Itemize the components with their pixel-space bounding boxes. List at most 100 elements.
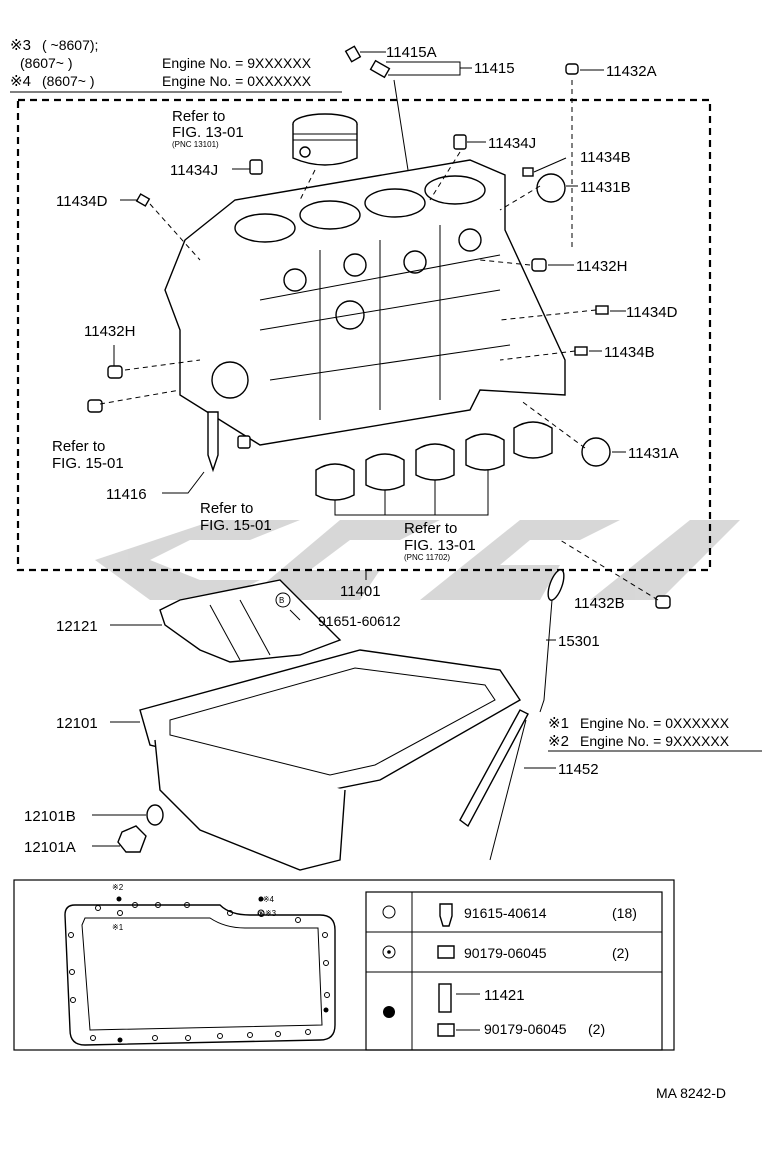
note-2-mark: ※2 bbox=[548, 733, 569, 750]
label-11432A: 11432A bbox=[606, 63, 657, 80]
pin-left-icon bbox=[87, 399, 103, 413]
note-4-range: (8607~ ) bbox=[42, 73, 95, 89]
inset-mark-3: ◎※3 bbox=[258, 909, 277, 918]
label-12121: 12121 bbox=[56, 618, 98, 635]
marker-b: B bbox=[275, 592, 291, 608]
label-11434J-a: 11434J bbox=[488, 135, 536, 152]
legend-filled-circle-icon bbox=[383, 1006, 395, 1018]
label-11401: 11401 bbox=[340, 583, 381, 600]
label-12101: 12101 bbox=[56, 715, 98, 732]
leader-lines bbox=[92, 51, 659, 847]
plug-11432A-icon bbox=[565, 63, 579, 75]
refer-4-line1: Refer to bbox=[404, 520, 457, 537]
gasket-outline-icon bbox=[64, 904, 336, 1046]
oil-pan-icon bbox=[139, 649, 521, 871]
note-3-mark: ※3 bbox=[10, 37, 31, 54]
dipstick-guide-icon bbox=[459, 709, 529, 828]
svg-text:B: B bbox=[279, 596, 284, 605]
refer-4-pnc: (PNC 11702) bbox=[404, 553, 450, 562]
refer-1-line2: FIG. 13-01 bbox=[172, 124, 244, 141]
legend-part-3: 11421 bbox=[484, 987, 525, 1004]
legend-part-4: 90179-06045 bbox=[484, 1021, 567, 1037]
stud-icon bbox=[438, 983, 452, 1013]
refer-1-pnc: (PNC 13101) bbox=[172, 140, 219, 149]
oil-dipstick-icon bbox=[459, 569, 565, 861]
label-11432B: 11432B bbox=[574, 595, 625, 612]
nut-icon-b bbox=[437, 1023, 455, 1037]
stud-11416-icon bbox=[207, 411, 219, 473]
label-11434B-b: 11434B bbox=[604, 344, 655, 361]
inset-mark-2: ※2 bbox=[112, 883, 124, 892]
label-11434D-a: 11434D bbox=[56, 193, 108, 210]
note-1-engine: Engine No. = 0XXXXXX bbox=[580, 715, 730, 731]
label-11432H-a: 11432H bbox=[576, 258, 627, 275]
note-1-mark: ※1 bbox=[548, 715, 569, 732]
legend-qty-4: (2) bbox=[588, 1021, 605, 1037]
watermark-logo bbox=[95, 520, 740, 600]
plug-11431B-icon bbox=[536, 173, 566, 203]
label-11434B-a: 11434B bbox=[580, 149, 631, 166]
label-11431B: 11431B bbox=[580, 179, 631, 196]
legend-qty-1: (18) bbox=[612, 905, 637, 921]
union-fitting-icon bbox=[344, 45, 362, 63]
bolt-icon bbox=[439, 903, 453, 927]
label-11452: 11452 bbox=[558, 761, 599, 778]
note-3-engine: Engine No. = 9XXXXXX bbox=[162, 55, 312, 71]
label-15301: 15301 bbox=[558, 633, 600, 650]
refer-4-line2: FIG. 13-01 bbox=[404, 537, 476, 554]
drain-plug-icon bbox=[117, 804, 164, 853]
inset-mark-4: ●※4 bbox=[258, 895, 275, 904]
note-4-engine: Engine No. = 0XXXXXX bbox=[162, 73, 312, 89]
label-11416: 11416 bbox=[106, 486, 147, 503]
refer-2-line2: FIG. 15-01 bbox=[52, 455, 124, 472]
note-3-range-2: (8607~ ) bbox=[20, 55, 73, 71]
legend-qty-2: (2) bbox=[612, 945, 629, 961]
label-91651-60612: 91651-60612 bbox=[318, 613, 401, 629]
pin-lower-icon bbox=[237, 435, 251, 449]
label-12101B: 12101B bbox=[24, 808, 76, 825]
inset-mark-1: ※1 bbox=[112, 923, 124, 932]
union-bolt-icon bbox=[369, 59, 391, 79]
refer-1-line1: Refer to bbox=[172, 108, 225, 125]
plug-11432H-b-icon bbox=[107, 365, 123, 379]
oil-pan-baffle-icon bbox=[159, 579, 342, 663]
legend-dot-circle-icon bbox=[382, 945, 396, 959]
inset-panel bbox=[13, 879, 675, 1051]
label-11415A: 11415A bbox=[386, 44, 437, 61]
pin-11434B-b-icon bbox=[574, 346, 588, 356]
pin-11434D-icon bbox=[135, 193, 151, 207]
refer-labels: Refer to FIG. 13-01 (PNC 13101) Refer to… bbox=[52, 108, 476, 562]
refer-3-line2: FIG. 15-01 bbox=[200, 517, 272, 534]
note-4-mark: ※4 bbox=[10, 73, 31, 90]
nut-icon-a bbox=[437, 945, 455, 959]
engine-number-notes: ※3 ( ~8607); (8607~ ) Engine No. = 9XXXX… bbox=[10, 37, 342, 93]
legend-part-1: 91615-40614 bbox=[464, 905, 547, 921]
fastener-legend-table: 91615-40614 (18) 90179-06045 (2) 11421 9… bbox=[365, 891, 663, 1051]
label-11431A: 11431A bbox=[628, 445, 679, 462]
part-labels: 11415A 11415 11432A 11434J 11434J 11434B… bbox=[24, 44, 679, 856]
plug-11431A-icon bbox=[581, 437, 611, 467]
pin-11434D-b-icon bbox=[595, 305, 609, 315]
label-11415: 11415 bbox=[474, 60, 515, 77]
gasket-bolt-holes bbox=[68, 896, 330, 1043]
note-2-engine: Engine No. = 9XXXXXX bbox=[580, 733, 730, 749]
legend-part-2: 90179-06045 bbox=[464, 945, 547, 961]
pin-11434J-icon bbox=[453, 134, 467, 150]
legend-open-circle-icon bbox=[382, 905, 396, 919]
note-3-range: ( ~8607); bbox=[42, 37, 98, 53]
pin-11434B-icon bbox=[522, 167, 534, 177]
cylinder-block-icon bbox=[164, 159, 566, 446]
figure-code: MA 8242-D bbox=[656, 1085, 726, 1101]
dipstick-engine-notes: ※1 Engine No. = 0XXXXXX ※2 Engine No. = … bbox=[548, 715, 762, 752]
pin-11434J-b-icon bbox=[249, 159, 263, 175]
label-11434J-b: 11434J bbox=[170, 162, 218, 179]
plug-11432B-icon bbox=[655, 595, 671, 609]
plug-11432H-icon bbox=[531, 258, 547, 272]
label-11434D-b: 11434D bbox=[626, 304, 678, 321]
label-12101A: 12101A bbox=[24, 839, 76, 856]
piston-icon bbox=[292, 113, 358, 166]
refer-3-line1: Refer to bbox=[200, 500, 253, 517]
refer-2-line1: Refer to bbox=[52, 438, 105, 455]
block-assembly-boundary bbox=[16, 98, 712, 572]
